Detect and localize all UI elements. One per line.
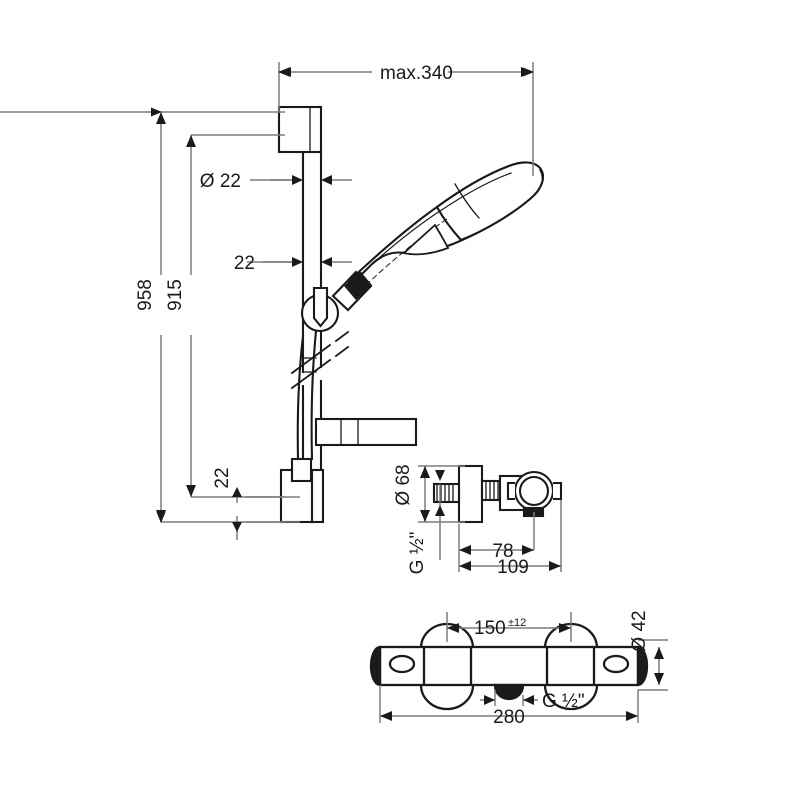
label-bracket-offset-bottom: 22 xyxy=(212,467,233,488)
nut-hatching xyxy=(485,481,499,500)
hose-connector xyxy=(290,457,313,483)
arrow-150-left xyxy=(447,623,459,633)
arrow-109-left xyxy=(459,561,471,571)
arrow-d68-top xyxy=(420,466,430,478)
shower-hose xyxy=(296,329,318,461)
label-thermostat-tolerance: ±12 xyxy=(508,617,526,629)
arrow-22u-left xyxy=(292,257,303,267)
handle-dome-bottom-left xyxy=(419,684,475,711)
arrow-max340-right xyxy=(521,67,533,77)
arrow-d22-right xyxy=(321,175,332,185)
label-bar-diameter: Ø 22 xyxy=(200,171,241,192)
arrow-78-right xyxy=(522,545,534,555)
label-valve-depth-109: 109 xyxy=(497,557,529,578)
arrow-max340-left xyxy=(279,67,291,77)
label-bracket-offset-top: 22 xyxy=(234,253,255,274)
main-assembly xyxy=(277,105,544,524)
thread-hatching xyxy=(436,484,454,502)
arrow-280-left xyxy=(380,711,392,721)
end-cap-right xyxy=(636,645,649,687)
main-dimension-labels: max.340 Ø 22 22 958 915 22 xyxy=(135,63,453,489)
label-thermostat-diameter: Ø 42 xyxy=(629,610,650,651)
arrow-22b-top xyxy=(232,487,242,497)
arrow-22b-bottom xyxy=(232,522,242,532)
arrow-gthread-out-right xyxy=(523,695,534,705)
arrow-958-top xyxy=(156,112,166,124)
label-valve-diameter: Ø 68 xyxy=(393,464,414,505)
arrow-958-bottom xyxy=(156,510,166,522)
label-max-reach: max.340 xyxy=(380,63,453,84)
hand-shower xyxy=(344,161,544,301)
outlet-connector xyxy=(493,683,525,701)
arrow-78-left xyxy=(459,545,471,555)
label-thermostat-center: 150 xyxy=(474,618,506,639)
valve-dimensions xyxy=(418,465,562,572)
soap-shelf xyxy=(314,417,418,447)
arrow-280-right xyxy=(626,711,638,721)
arrow-d22-left xyxy=(292,175,303,185)
arrow-gthread-bottom xyxy=(435,505,445,516)
arrow-gthread-out-left xyxy=(484,695,495,705)
main-dim-arrowheads xyxy=(156,67,533,532)
label-bar-height: 915 xyxy=(165,279,186,311)
inlet-hole-right xyxy=(602,654,630,674)
label-valve-thread: G ½" xyxy=(407,532,428,575)
arrow-d42-top xyxy=(654,647,664,659)
label-thermostat-width: 280 xyxy=(493,707,525,728)
arrow-d42-bottom xyxy=(654,673,664,685)
inlet-hole-left xyxy=(388,654,416,674)
arrow-109-right xyxy=(549,561,561,571)
valve-dimension-labels: Ø 68 G ½" 78 109 xyxy=(393,464,529,578)
arrow-22u-right xyxy=(321,257,332,267)
arrow-915-bottom xyxy=(186,485,196,497)
thermostat-body xyxy=(378,645,640,687)
arrow-d68-bottom xyxy=(420,510,430,522)
label-overall-height: 958 xyxy=(135,279,156,311)
arrow-150-right xyxy=(559,623,571,633)
valve-dim-arrowheads xyxy=(420,466,561,571)
main-dimensions xyxy=(0,62,534,540)
arrow-gthread-top xyxy=(435,470,445,481)
label-valve-depth-78: 78 xyxy=(492,541,513,562)
arrow-915-top xyxy=(186,135,196,147)
end-cap-left xyxy=(369,645,382,687)
thermostat-dimension-labels: 150 ±12 Ø 42 280 G ½" xyxy=(474,610,650,728)
thermostat-dimensions xyxy=(379,612,668,723)
label-thermostat-outlet-thread: G ½" xyxy=(542,691,585,712)
wall-bracket-top xyxy=(277,105,323,154)
thermostat-dim-arrowheads xyxy=(380,623,664,721)
handle-dome-bottom-right xyxy=(543,684,599,711)
